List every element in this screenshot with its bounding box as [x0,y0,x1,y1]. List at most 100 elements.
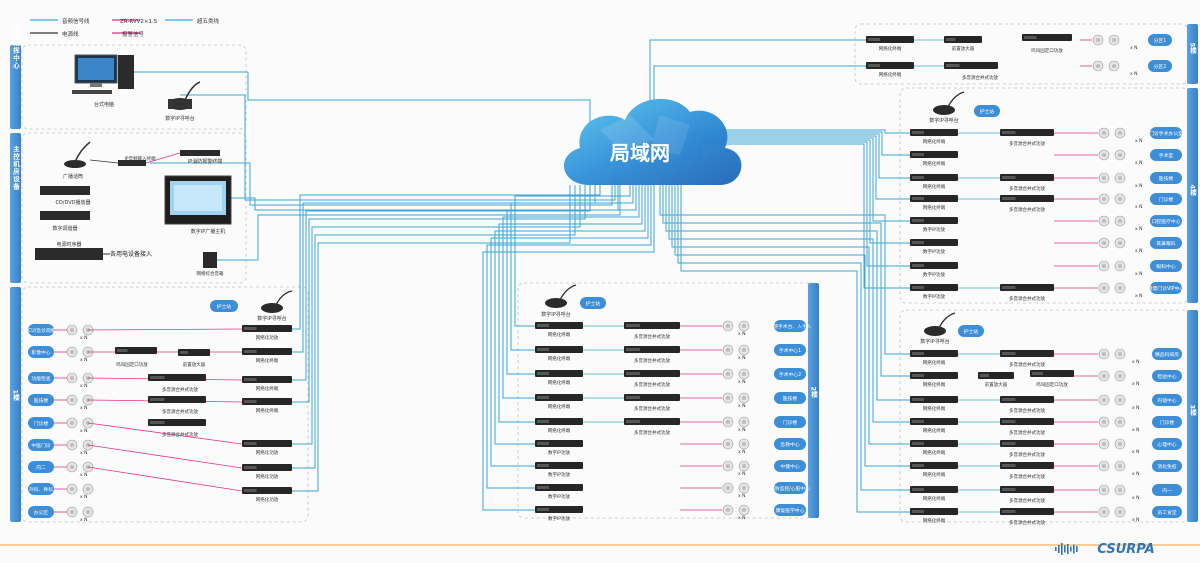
xn-label: x N [80,383,87,389]
floor4-zone-4[interactable] [1150,215,1182,227]
floor1-device-label-3: 网络化终端 [256,407,279,414]
floor1-device-label-1: 网络化终端 [256,357,279,364]
section-label-floor2: 2楼 [810,386,818,398]
brand-logo: CSURPA [1055,542,1155,557]
floor3-zone-3[interactable] [1152,416,1182,428]
floor3-device-label-1: 网络化终端 [923,381,946,388]
floor1-device-6 [242,487,292,494]
floor2-speaker-7 [722,482,750,494]
floor2-zone-8-label: 康复医学中心 [776,507,805,514]
floor5-zone-1-label: 分区2 [1154,63,1167,70]
mic-label: 广播话筒 [63,173,83,180]
floor2-nurse-station[interactable] [580,297,606,309]
microphone-icon [64,141,91,168]
floor1-zone-0[interactable] [28,324,54,336]
floor1-zone-7-label: 外科、骨科 [29,486,53,493]
xn-label: x N [1132,471,1139,477]
floor3-zone-5[interactable] [1152,460,1182,472]
floor4-speaker-5 [1098,237,1126,249]
floor2-zone-6[interactable] [774,460,806,472]
floor4-nurse-station[interactable] [974,105,1000,117]
floor2-zone-5[interactable] [774,438,806,450]
floor3-paging-console-icon [924,312,956,336]
floor2-device-label-0: 网络化终端 [548,331,571,338]
floor3-zone-0[interactable] [1152,348,1182,360]
floor3-zone-2[interactable] [1152,394,1182,406]
floor3-device-1 [910,372,958,379]
floor4-zone-6[interactable] [1150,260,1182,272]
floor4-zone-2[interactable] [1150,172,1182,184]
floor2-device-8 [535,506,583,513]
floor2-device-label-1: 网络化终端 [548,355,571,362]
floor4-zone-3[interactable] [1150,193,1182,205]
legend-power-line: 电源线 [62,30,79,38]
floor5-zone-0-label: 分区1 [1154,37,1167,44]
floor1-multi-amp-label-1: 多音源合并式功放 [162,408,198,415]
floor1-zone-6[interactable] [28,461,54,473]
floor1-nurse-station[interactable] [210,300,238,312]
floor1-device-2 [242,376,292,383]
section-label-control: 主控机房设备 [12,144,21,191]
floor1-zone-5[interactable] [28,439,54,451]
tuner-label: 数字调谐器 [52,225,77,232]
floor5-front-amp [944,36,982,43]
floor1-zone-3[interactable] [28,394,54,406]
floor2-zone-3[interactable] [774,392,806,404]
section-label-floor5: 5楼 [1189,42,1197,54]
floor1-device-0 [242,325,292,332]
floor3-zone-7[interactable] [1152,506,1182,518]
floor3-device-label-3: 网络化终端 [923,427,946,434]
legend-alarm-line: 报警信号 [122,30,145,38]
floor1-zone-2[interactable] [28,372,54,384]
floor4-zone-4-label: 口腔医疗中心 [1152,218,1181,225]
floor3-nurse-station[interactable] [958,325,984,337]
floor2-zone-4[interactable] [774,416,806,428]
floor2-device-6 [535,462,583,469]
floor1-speaker-8 [66,506,94,518]
floor1-zone-6-label: 内二 [36,464,46,471]
floor4-zone-1[interactable] [1150,149,1182,161]
floor2-amp-label-0: 多音源合并式功放 [634,333,670,340]
floor2-device-5 [535,440,583,447]
floor1-device-1 [242,348,292,355]
floor4-speaker-4 [1098,215,1126,227]
floor2-paging-label: 数字IP寻呼台 [541,311,571,318]
floor3-zone-1[interactable] [1152,370,1182,382]
floor1-zone-8[interactable] [28,506,54,518]
floor3-amp-label-4: 多音源合并式功放 [1009,451,1045,458]
floor5-zone-1[interactable] [1148,60,1172,72]
floor4-zone-0[interactable] [1150,127,1182,139]
floor2-zone-8[interactable] [774,504,806,516]
floor4-device-label-1: 网络化终端 [923,160,946,167]
floor3-device-7 [910,508,958,515]
floor1-zone-7[interactable] [28,483,54,495]
ip-fire-alarm-label: IP消防报警终端 [188,158,223,165]
floor3-zone-4[interactable] [1152,438,1182,450]
floor2-amp-label-2: 多音源合并式功放 [634,381,670,388]
floor2-amp-label-1: 多音源合并式功放 [634,357,670,364]
floor3-zone-6[interactable] [1152,484,1182,496]
floor1-fixed-amp [115,347,157,354]
floor1-zone-1[interactable] [28,346,54,358]
floor2-zone-0[interactable] [774,320,806,332]
floor4-zone-7[interactable] [1150,282,1182,294]
dispatch-bar [10,45,21,129]
floor3-paging-label: 数字IP寻呼台 [920,338,950,345]
floor5-zone-0[interactable] [1148,34,1172,46]
ip-input-terminal-icon [118,160,146,166]
floor2-zone-7[interactable] [774,482,806,494]
floor3-front-amp-label: 前置放大器 [985,381,1008,388]
floor2-zone-1[interactable] [774,344,806,356]
xn-label: x N [1135,138,1142,144]
xn-label: x N [738,515,745,521]
floor2-zone-2[interactable] [774,368,806,380]
xn-label: x N [1135,293,1142,299]
floor4-zone-5[interactable] [1150,237,1182,249]
xn-label: x N [80,357,87,363]
floor2-device-label-7: 数字IP功放 [548,493,571,500]
floor2-content: 护士站数字IP寻呼台网络化终端多音源合并式功放x N分院手术台、入手入网络化终端… [535,284,812,522]
floor1-zone-4[interactable] [28,417,54,429]
pc-label: 台式电脑 [94,101,114,108]
